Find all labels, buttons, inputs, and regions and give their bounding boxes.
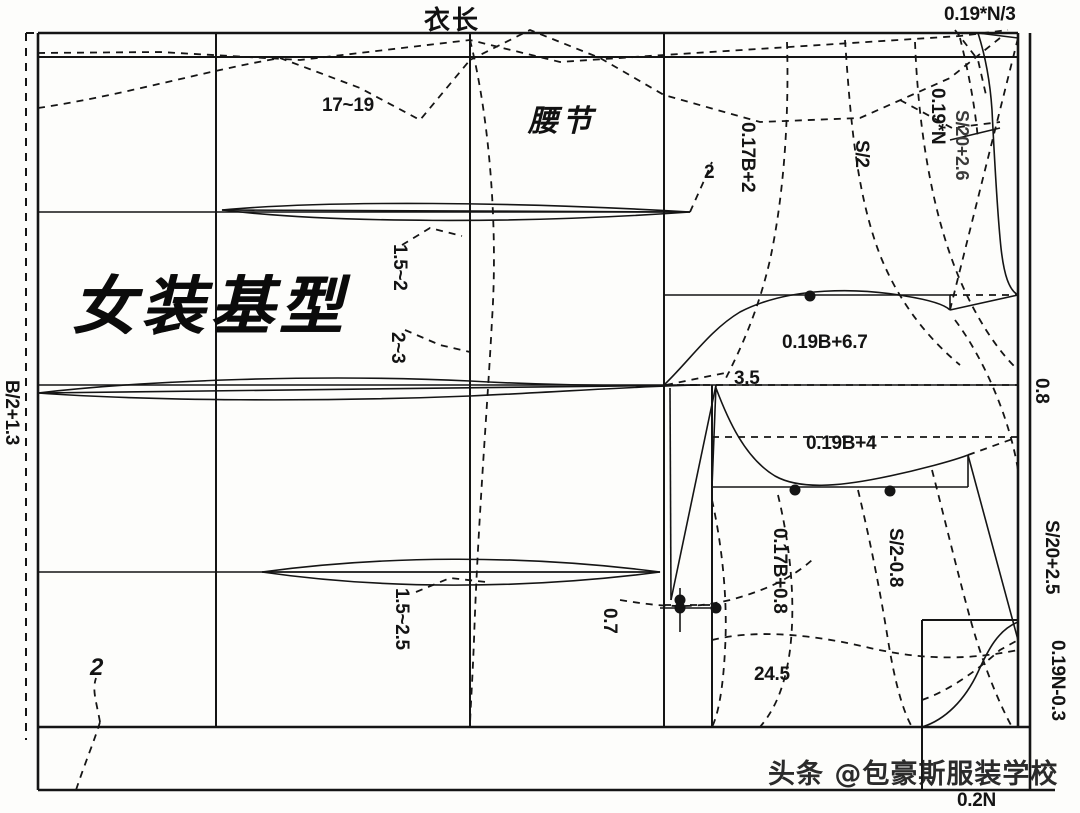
label-front-shoulder-slope-s20: S/20+2.5 — [1041, 520, 1062, 595]
label-front-armhole-depth: 0.19B+4 — [806, 433, 877, 454]
label-hem-drop-0-7: 0.7 — [599, 608, 620, 634]
label-bottom-neck-depth: 0.2N — [957, 790, 996, 811]
front-bodice-guides — [619, 436, 1019, 728]
watermark: 头条 @包豪斯服装学校 — [768, 759, 1059, 790]
waist-dart-middle — [37, 377, 701, 401]
label-bust-dart-1-5-2: 1.5~2 — [389, 244, 410, 291]
main-frame — [36, 31, 1055, 792]
label-shoulder-slope-019n: 0.19*N — [927, 88, 948, 145]
label-hip-dart-1-5-2-5: 1.5~2.5 — [391, 588, 412, 650]
label-half-bust-b2: B/2+1.3 — [1, 380, 22, 445]
label-back-shoulder-slope-s20: S/20+2.6 — [952, 110, 972, 181]
label-side-offset-0-8: 0.8 — [1031, 378, 1052, 404]
pattern-notch-points — [660, 290, 896, 632]
label-back-dart-2: 2 — [704, 162, 715, 183]
hip-dart-lower — [261, 558, 661, 586]
waist-line-label: 腰节 — [528, 104, 596, 139]
label-back-chest-width: 0.17B+2 — [737, 122, 758, 193]
label-top-neck-rise: 0.19*N/3 — [944, 4, 1016, 25]
page-title: 女装基型 — [72, 269, 348, 343]
label-front-waist-24-5: 24.5 — [754, 664, 790, 685]
label-front-neck-width: 0.19N-0.3 — [1047, 640, 1068, 721]
back-bodice-guides — [37, 29, 1019, 728]
label-waist-dart-2-3: 2~3 — [387, 332, 408, 364]
label-shoulder-dart-17-19: 17~19 — [322, 95, 374, 116]
label-front-shoulder-3-5: 3.5 — [734, 368, 760, 389]
label-back-armhole-depth: 0.19B+6.7 — [782, 332, 868, 353]
front-bodice-outline — [669, 384, 1019, 790]
label-hem-extension-2: 2 — [90, 654, 104, 681]
label-back-shoulder-half: S/2 — [851, 140, 872, 168]
garment-length-label: 衣长 — [424, 6, 481, 36]
label-front-shoulder-width: S/2-0.8 — [885, 528, 906, 588]
dart-callouts — [75, 29, 987, 791]
label-front-chest-width: 0.17B+0.8 — [769, 528, 790, 614]
